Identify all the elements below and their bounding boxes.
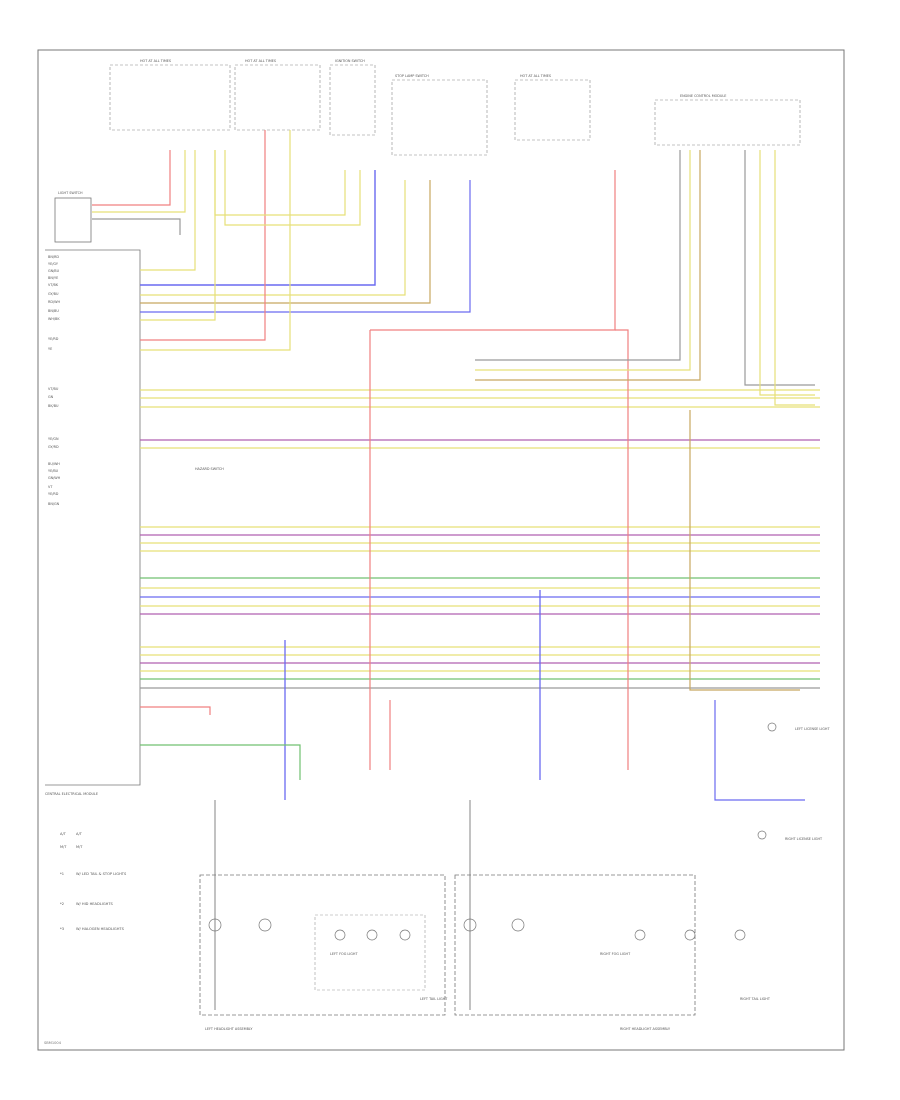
legend-symbol: A/T — [60, 832, 67, 836]
wire-red-7 — [140, 706, 211, 715]
right-license-label: RIGHT LICENSE LIGHT — [785, 837, 823, 841]
legend-text: M/T — [76, 845, 83, 849]
wire-harness — [92, 130, 820, 1010]
left-license-label: LEFT LICENSE LIGHT — [795, 727, 830, 731]
module-pin-label: YE — [48, 347, 52, 351]
left-fog-label: LEFT FOG LIGHT — [330, 952, 358, 956]
wire-blue-lic — [714, 700, 805, 801]
module-pin-label: BN/RD — [48, 255, 59, 259]
right-fog-label: RIGHT FOG LIGHT — [600, 952, 631, 956]
wire-yellow-ecm-1 — [475, 150, 691, 371]
legend-symbol: *2 — [60, 902, 64, 906]
light-switch-box — [54, 197, 92, 243]
left-fog-light-box — [314, 914, 426, 991]
module-pin-label: WH/BK — [48, 317, 60, 321]
wire-yellow-2 — [140, 180, 406, 296]
wire-tan-ecm-1 — [475, 150, 701, 381]
module-pin-label: VT/BK — [48, 283, 59, 287]
wire-blue-2 — [140, 180, 471, 313]
hazard-switch-label: HAZARD SWITCH — [195, 467, 224, 471]
top-fuse-boxes — [109, 64, 801, 156]
module-pin-label: BN/BU — [48, 309, 59, 313]
wire-yellow-4 — [140, 130, 291, 351]
module-pin-label: RD/WH — [48, 300, 60, 304]
right-tail-label: RIGHT TAIL LIGHT — [740, 997, 771, 1001]
module-pin-label: BK/BU — [48, 404, 59, 408]
module-pin-label: YE/GN — [48, 437, 59, 441]
wire-red-3 — [370, 170, 616, 331]
legend-text: W/ HID HEADLIGHTS — [76, 902, 114, 906]
wire-red-5 — [615, 329, 629, 770]
module-outline — [45, 249, 141, 786]
stop-lamp-switch-label: STOP LAMP SWITCH — [395, 74, 429, 78]
reference-code: SBM1004 — [44, 1041, 62, 1045]
diagram-border — [37, 49, 845, 1051]
module-pin-label: BN/YE — [48, 276, 58, 280]
main-module-label: CENTRAL ELECTRICAL MODULE — [45, 792, 98, 796]
ecm-label: ENGINE CONTROL MODULE — [680, 94, 726, 98]
legend-text: A/T — [76, 832, 83, 836]
left-headlight-label: LEFT HEADLIGHT ASSEMBLY — [205, 1027, 253, 1031]
module-pin-label: VT — [48, 485, 53, 489]
left-headlight-assembly-box — [199, 874, 446, 1016]
wire-yellow-ecm-3 — [774, 150, 815, 406]
wire-tan-1 — [140, 180, 431, 304]
legend: A/T A/T M/T M/T *1 W/ LED TAIL & STOP LIGHTS *… — [60, 832, 127, 931]
wire-yellow-5 — [214, 150, 346, 216]
right-headlight-assembly-box — [454, 874, 696, 1016]
right-headlight-label: RIGHT HEADLIGHT ASSEMBLY — [620, 1027, 671, 1031]
module-pin-label: YE/GY — [48, 262, 59, 266]
wire-gray-ecm-2 — [744, 150, 815, 386]
module-pin-label: BN/GN — [48, 502, 60, 506]
module-pin-label: VT/BU — [48, 387, 59, 391]
hot-at-all-times-right-label: HOT AT ALL TIMES — [520, 74, 551, 78]
module-pin-label: GY/RD — [48, 445, 59, 449]
module-pin-label: YE/BU — [48, 469, 59, 473]
wire-green-1 — [140, 744, 301, 780]
wire-red-light-switch — [92, 150, 171, 206]
license-light-symbols — [757, 722, 777, 840]
hot-at-all-times-left-label: HOT AT ALL TIMES — [140, 59, 171, 63]
module-pin-label: GY/BU — [48, 292, 59, 296]
wire-yellow-1 — [140, 150, 196, 271]
module-pin-label: YE/RD — [48, 492, 59, 496]
lamp-symbols — [208, 918, 746, 941]
module-pin-label: YE/RD — [48, 337, 59, 341]
wire-red-2 — [140, 130, 266, 341]
ignition-switch-label: IGNITION SWITCH — [335, 59, 365, 63]
wire-tan-lic — [689, 410, 800, 691]
left-tail-label: LEFT TAIL LIGHT — [420, 997, 448, 1001]
wire-yellow-ecm-2 — [759, 150, 815, 396]
module-pin-label: GN/WH — [48, 476, 61, 480]
light-switch-label: LIGHT SWITCH — [58, 191, 83, 195]
wire-blue-1 — [140, 170, 376, 286]
module-pin-label: BU/WH — [48, 462, 60, 466]
legend-symbol: *3 — [60, 927, 64, 931]
wire-gray-ecm-1 — [475, 150, 681, 361]
module-pin-label: GN/BU — [48, 269, 60, 273]
legend-symbol: *1 — [60, 872, 64, 876]
legend-text: W/ LED TAIL & STOP LIGHTS — [76, 872, 127, 876]
wire-yellow-6 — [224, 150, 361, 226]
wire-yellow-light-switch — [92, 150, 186, 213]
wire-gray-light-switch — [92, 218, 181, 235]
hot-at-all-times-mid-label: HOT AT ALL TIMES — [245, 59, 276, 63]
module-pin-label: GN — [48, 395, 54, 399]
legend-text: W/ HALOGEN HEADLIGHTS — [76, 927, 125, 931]
legend-symbol: M/T — [60, 845, 67, 849]
